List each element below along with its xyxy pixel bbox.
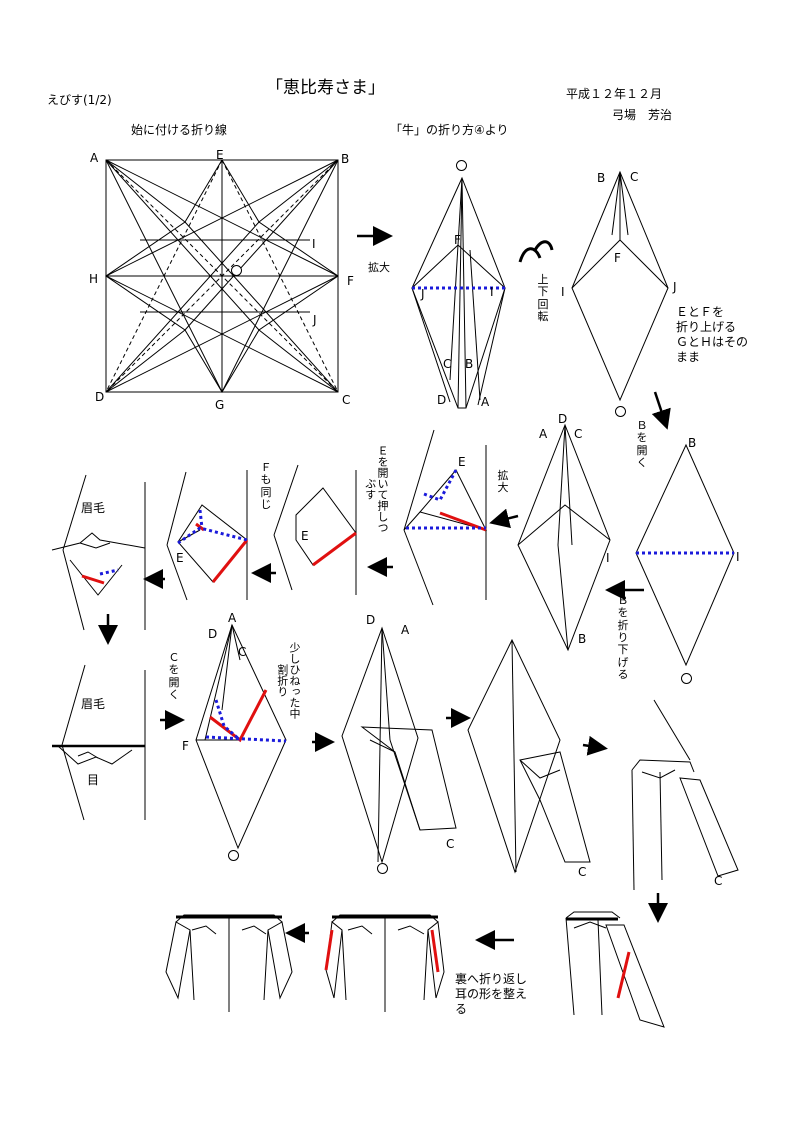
label-b: B (341, 152, 350, 166)
label-e: E (216, 148, 224, 162)
enlarge2-text: 拡大 (497, 469, 509, 495)
fold-down-b-text: Ｂを折り下げる (617, 594, 629, 681)
open-c-text: Ｃを開く (168, 651, 180, 701)
label-i: I (312, 237, 316, 251)
step13 (467, 638, 591, 874)
label-f3: F (614, 251, 621, 265)
label-j: J (313, 313, 317, 327)
step4-diamond (635, 443, 735, 667)
label-h: H (89, 272, 99, 286)
label-f11: F (182, 739, 189, 753)
flip-symbol-icon (518, 240, 554, 263)
label-f: F (347, 274, 354, 288)
open-e-text: Ｅを開いて押しつぶす (363, 445, 389, 533)
label-e8: E (176, 551, 184, 565)
flip-text: 上下回転 (537, 273, 549, 323)
label-c14: C (714, 874, 723, 888)
label-c5: C (574, 427, 583, 441)
label-c3: C (630, 170, 639, 184)
crease-square (105, 159, 339, 393)
label-b4: B (688, 436, 697, 450)
from-ox-caption: 「牛」の折り方④より (390, 123, 509, 137)
label-a2: A (481, 395, 490, 409)
f-same-text: Ｆも同じ (260, 461, 272, 511)
label-j3: J (673, 280, 677, 294)
twist-fold-text: 少しひねった中割折り (275, 641, 301, 719)
label-a12: A (401, 623, 410, 637)
label-d11: D (208, 627, 218, 641)
page-title: 「恵比寿さま」 (266, 78, 385, 98)
label-e7: E (301, 529, 309, 543)
author-label: 弓場 芳治 (612, 108, 673, 122)
label-g: G (215, 398, 225, 412)
base-crease-caption: 始に付ける折り線 (131, 123, 228, 137)
label-e2: F (454, 233, 461, 247)
step11-open-c (195, 623, 287, 850)
label-c12: C (446, 837, 455, 851)
step3-rotated (571, 170, 669, 402)
step14 (631, 699, 739, 891)
label-j2: J (421, 287, 425, 301)
label-a5: A (539, 427, 548, 441)
bottom-o-marker-11 (228, 850, 239, 861)
label-a11: A (228, 611, 237, 625)
step6-enlarged (403, 429, 487, 606)
step16 (325, 914, 445, 1012)
label-d12: D (366, 613, 376, 627)
step2-base (411, 176, 506, 409)
date-label: 平成１２年１２月 (566, 87, 663, 101)
label-b5: B (578, 632, 587, 646)
step17-finished (165, 914, 293, 1012)
eye-label: 目 (87, 773, 100, 787)
open-b-text: Ｂを開く (636, 419, 648, 469)
label-c13: C (578, 865, 587, 879)
step10-eyes (52, 664, 146, 821)
enlarge-text: 拡大 (368, 261, 390, 274)
bottom-o-marker-4 (681, 673, 692, 684)
label-d5: D (558, 412, 568, 426)
step5-tall (517, 423, 611, 652)
label-i4: I (736, 550, 740, 564)
bottom-o-marker-12 (377, 863, 388, 874)
label-c: C (342, 393, 351, 407)
center-o-marker (231, 265, 242, 276)
fold-up-ef-text: ＥとＦを 折り上げる ＧとＨはその まま (676, 305, 749, 364)
label-c2: C (443, 357, 452, 371)
step7 (273, 464, 357, 595)
label-i3: I (561, 285, 565, 299)
step9-eyebrow (51, 474, 146, 631)
label-a: A (90, 151, 99, 165)
label-d2: D (437, 393, 447, 407)
eyebrow-label-2: 眉毛 (81, 697, 106, 711)
back-fold-text: 裏へ折り返し 耳の形を整え る (455, 972, 528, 1016)
eyebrow-label: 眉毛 (81, 501, 106, 515)
label-d: D (95, 390, 105, 404)
label-b2: B (465, 357, 474, 371)
label-e6: E (458, 455, 466, 469)
series-label: えびす(1/2) (47, 93, 112, 107)
step8 (166, 470, 248, 601)
step12 (341, 626, 457, 864)
top-o-marker (456, 160, 467, 171)
label-i5: I (606, 551, 610, 565)
label-i2: I (490, 285, 494, 299)
bottom-o-marker-3 (615, 406, 626, 417)
label-c11: C (238, 645, 247, 659)
step15 (565, 911, 665, 1028)
label-b3: B (597, 171, 606, 185)
